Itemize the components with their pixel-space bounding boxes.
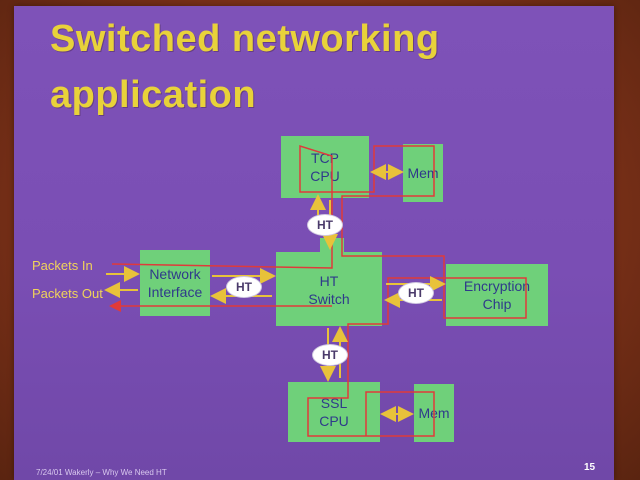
- tcp-cpu-box: TCP CPU: [281, 136, 369, 198]
- ht-badge-top: HT: [307, 214, 343, 236]
- mem-top-box: Mem: [403, 144, 443, 202]
- packets-out-label: Packets Out: [32, 286, 103, 301]
- ht-switch-label: HT Switch: [308, 273, 350, 307]
- ht-badge-bottom: HT: [312, 344, 348, 366]
- packets-in-label: Packets In: [32, 258, 93, 273]
- ssl-cpu-box: SSL CPU: [288, 382, 380, 442]
- encryption-chip-box: Encryption Chip: [446, 264, 548, 326]
- slide-footer: 7/24/01 Wakerly – Why We Need HT: [36, 468, 167, 477]
- connections-layer: [104, 144, 527, 437]
- slide-title-line1: Switched networking: [50, 18, 440, 60]
- slide-title-line2: application: [50, 74, 257, 116]
- ht-badge-right: HT: [398, 282, 434, 304]
- slide-page-number: 15: [584, 462, 596, 473]
- slide: Switched networking application TCP CPU …: [14, 6, 614, 480]
- ht-switch-center: [276, 252, 382, 326]
- ht-badge-left: HT: [226, 276, 262, 298]
- network-interface-box: Network Interface: [140, 250, 210, 316]
- packet-path: [109, 144, 527, 437]
